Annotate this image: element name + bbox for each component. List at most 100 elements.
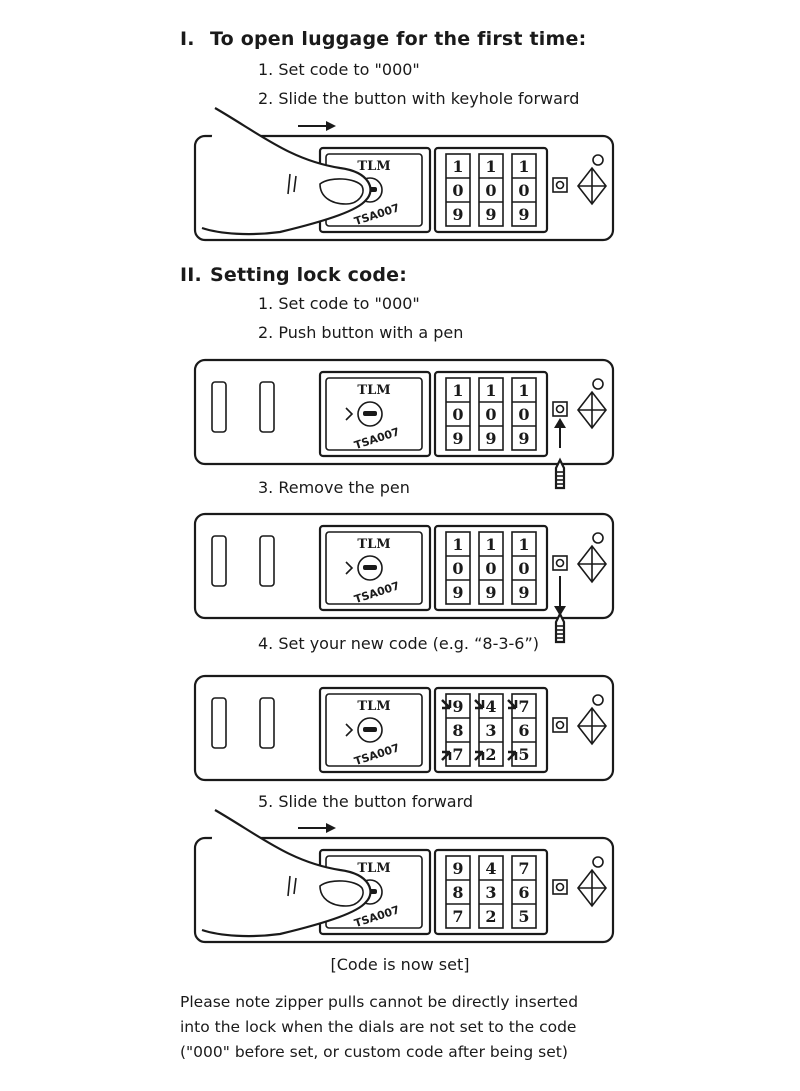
strap-slot xyxy=(211,535,227,587)
section-1-number: I. xyxy=(180,28,195,50)
arrow-right-icon xyxy=(326,121,336,131)
dial-digit: 9 xyxy=(452,697,463,716)
dial-digit: 7 xyxy=(518,859,529,878)
dial-arrow-icon xyxy=(507,699,518,710)
keyhole-icon xyxy=(357,555,383,581)
code-dial xyxy=(478,153,504,227)
thumb-crease xyxy=(287,173,297,195)
dial-digit: 9 xyxy=(518,205,529,224)
strap-slot xyxy=(259,535,275,587)
section-2-heading: II.Setting lock code: xyxy=(180,264,407,286)
code-dial xyxy=(511,693,537,767)
code-dial xyxy=(445,377,471,451)
dial-arrow-icon xyxy=(474,750,485,761)
slide-chevron-icon xyxy=(345,723,354,737)
dial-digit: 6 xyxy=(518,721,529,740)
section-1-title: To open luggage for the first time: xyxy=(210,28,587,50)
dial-digit: 1 xyxy=(452,157,463,176)
brand-label: TLM xyxy=(357,537,390,552)
dial-window xyxy=(433,848,549,936)
dial-digit: 1 xyxy=(518,157,529,176)
code-dial xyxy=(445,855,471,929)
brand-label: TLM xyxy=(357,383,390,398)
code-dial xyxy=(511,855,537,929)
dial-digit: 9 xyxy=(485,583,496,602)
reset-button xyxy=(552,177,568,193)
dial-digit: 0 xyxy=(518,405,529,424)
dial-window xyxy=(433,146,549,234)
dial-digit: 0 xyxy=(452,405,463,424)
dial-arrow-icon xyxy=(441,699,452,710)
section-2-step-1: 1. Set code to "000" xyxy=(258,294,420,313)
reset-hole xyxy=(555,404,565,414)
dial-digit: 0 xyxy=(485,181,496,200)
key-slot xyxy=(363,411,377,416)
arrow-right-icon xyxy=(326,823,336,833)
cube-icon xyxy=(576,390,608,430)
brand-label: TLM xyxy=(357,699,390,714)
dial-window xyxy=(433,524,549,612)
code-dial xyxy=(511,153,537,227)
section-2-step-3: 3. Remove the pen xyxy=(258,478,410,497)
reset-hole xyxy=(555,558,565,568)
dial-digit: 0 xyxy=(485,559,496,578)
dial-digit: 9 xyxy=(452,583,463,602)
keyhole-button-inner xyxy=(325,693,423,767)
code-dial xyxy=(478,377,504,451)
thumb-icon xyxy=(201,809,372,938)
dial-digit: 4 xyxy=(485,697,496,716)
reset-button xyxy=(552,401,568,417)
zipper-note-line-3: ("000" before set, or custom code after … xyxy=(180,1043,568,1061)
dial-digit: 2 xyxy=(485,907,496,926)
strap-slot xyxy=(211,381,227,433)
dial-digit: 1 xyxy=(452,381,463,400)
dial-digit: 1 xyxy=(452,535,463,554)
dial-arrow-icon xyxy=(474,699,485,710)
dial-digit: 7 xyxy=(452,907,463,926)
section-2-step-2: 2. Push button with a pen xyxy=(258,323,464,342)
reset-hole xyxy=(555,882,565,892)
tsa-mark-icon xyxy=(592,694,604,706)
strap-slot xyxy=(259,381,275,433)
section-2-step-4: 4. Set your new code (e.g. “8-3-6”) xyxy=(258,634,540,653)
slide-chevron-icon xyxy=(345,407,354,421)
dial-digit: 7 xyxy=(518,697,529,716)
section-2-title: Setting lock code: xyxy=(210,264,408,286)
dial-digit: 8 xyxy=(452,883,463,902)
dial-window xyxy=(433,370,549,458)
cube-icon xyxy=(576,868,608,908)
keyhole-button-inner xyxy=(325,531,423,605)
brand-label: TLM xyxy=(357,861,390,876)
dial-digit: 9 xyxy=(452,859,463,878)
key-slot xyxy=(363,727,377,732)
dial-digit: 9 xyxy=(485,429,496,448)
dial-digit: 9 xyxy=(518,429,529,448)
zipper-note: Please note zipper pulls cannot be direc… xyxy=(180,990,780,1065)
dial-digit: 1 xyxy=(485,381,496,400)
zipper-note-line-2: into the lock when the dials are not set… xyxy=(180,1018,577,1036)
section-1-step-2: 2. Slide the button with keyhole forward xyxy=(258,89,580,108)
code-dial xyxy=(445,153,471,227)
code-set-caption: [Code is now set] xyxy=(330,955,470,974)
thumbnail xyxy=(319,178,364,205)
dial-digit: 8 xyxy=(452,721,463,740)
strap-slot xyxy=(259,697,275,749)
keyhole-button-inner xyxy=(325,377,423,451)
thumb-crease xyxy=(287,875,297,897)
code-dial xyxy=(511,531,537,605)
dial-digit: 0 xyxy=(485,405,496,424)
dial-digit: 1 xyxy=(485,157,496,176)
arrow-down-icon xyxy=(554,606,566,616)
tsa-mark-icon xyxy=(592,856,604,868)
dial-digit: 9 xyxy=(485,205,496,224)
dial-digit: 9 xyxy=(518,583,529,602)
dial-digit: 3 xyxy=(485,721,496,740)
strap-slot xyxy=(211,697,227,749)
dial-digit: 9 xyxy=(452,429,463,448)
dial-digit: 9 xyxy=(452,205,463,224)
keyhole-icon xyxy=(357,717,383,743)
